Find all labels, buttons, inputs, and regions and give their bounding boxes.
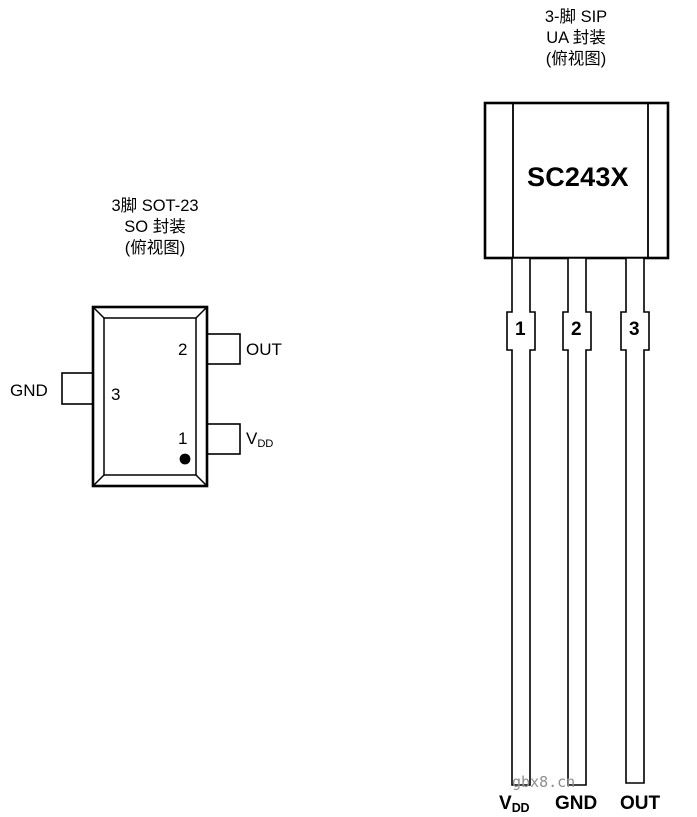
sip-caption: 3-脚 SIP UA 封装 (俯视图) [486, 7, 666, 70]
sip-body-marking: SC243X [527, 162, 629, 192]
sot23-pin-number-1: 1 [178, 429, 188, 448]
sot23-pin-number-3: 3 [111, 385, 121, 404]
sot23-pin-label-vdd: VDD [246, 428, 273, 450]
sip-lead-number-3: 3 [629, 319, 640, 340]
sip-caption-line1: 3-脚 SIP [544, 8, 608, 26]
sot23-caption: 3脚 SOT-23 SO 封装 (俯视图) [60, 196, 250, 259]
sot23-lead-pin2 [205, 333, 241, 365]
sot23-caption-line1: 3脚 SOT-23 [111, 197, 199, 215]
sip-lead-pin1 [506, 257, 536, 786]
site-watermark: gbx8.cn [512, 773, 576, 791]
sot23-body-bevel-corners [92, 306, 208, 487]
sip-lead-pin3 [620, 257, 650, 784]
sot23-pin-label-out: OUT [246, 340, 282, 359]
sip-pin-label-vdd-subscript: DD [511, 801, 530, 815]
sip-pin-label-out: OUT [620, 793, 661, 814]
sot23-package-graphic [61, 305, 241, 488]
sot23-pin-number-2: 2 [178, 340, 188, 359]
sip-caption-line2: UA 封装 [546, 29, 606, 48]
sot23-pin-label-gnd: GND [10, 381, 48, 400]
sip-lead-number-1: 1 [515, 319, 526, 340]
sot23-pin1-dot-marker [179, 453, 191, 465]
sot23-caption-line3: (俯视图) [124, 239, 186, 258]
sip-package-graphic [483, 101, 670, 786]
sot23-lead-pin3 [61, 372, 95, 405]
sot23-caption-line2: SO 封装 [124, 218, 186, 237]
sip-body-outline [483, 101, 670, 260]
sot23-pin-label-vdd-subscript: DD [257, 438, 274, 450]
sip-pin-label-vdd-base: V [499, 793, 512, 814]
sip-lead-pin2 [562, 257, 592, 786]
sip-lead-number-2: 2 [571, 319, 582, 340]
sip-pin-label-gnd: GND [555, 793, 598, 814]
sip-caption-line3: (俯视图) [545, 50, 607, 69]
sot23-pin-label-vdd-base: V [246, 429, 258, 448]
sip-pin-label-vdd: VDD [499, 792, 530, 816]
sot23-body-bevel-inner [103, 317, 197, 476]
sot23-lead-pin1 [205, 423, 241, 455]
